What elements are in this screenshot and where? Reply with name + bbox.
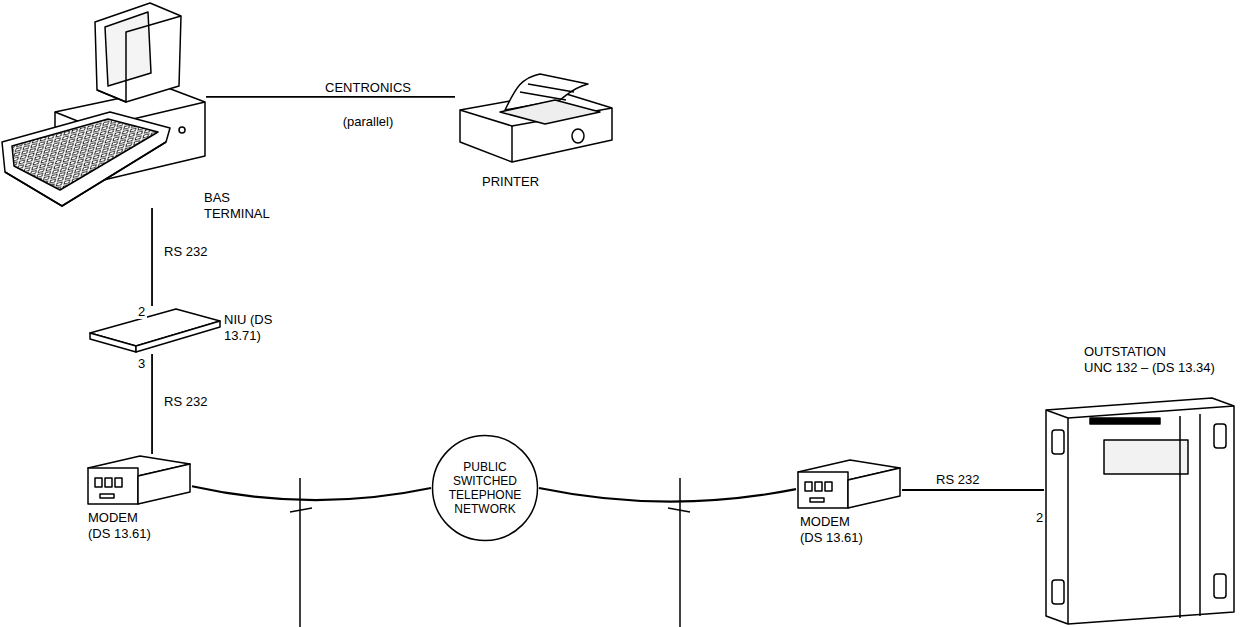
outstation-illustration (1046, 398, 1234, 624)
modem-illustration-part (825, 482, 832, 491)
terminal-illustration-part (179, 127, 185, 133)
device-label: NIU (DS 13.71) (224, 312, 298, 344)
port-number: 2 (136, 304, 147, 319)
terminal-illustration-part (12, 119, 158, 190)
modem-illustration-part (815, 482, 822, 491)
device-label: MODEM (DS 13.61) (800, 514, 874, 546)
terminal-illustration-part (2, 112, 170, 206)
modem-illustration-part (95, 478, 102, 487)
modem-illustration-part (848, 468, 900, 508)
printer-illustration (460, 74, 612, 162)
outstation-illustration-part (1090, 418, 1160, 424)
cable (151, 354, 153, 454)
printer-illustration-part (528, 84, 574, 92)
device-label: OUTSTATION UNC 132 – (DS 13.34) (1084, 344, 1244, 376)
terminal-illustration (2, 3, 205, 206)
modem-illustration-part (810, 498, 824, 502)
outstation-illustration-part (1179, 416, 1181, 618)
outstation-illustration-part (1046, 406, 1234, 418)
modem-illustration-part (115, 478, 122, 487)
outstation-illustration-part (1214, 424, 1226, 448)
cable (206, 96, 455, 98)
port-number: 3 (136, 356, 147, 371)
terminal-illustration-part (105, 12, 151, 86)
network-label: PUBLIC SWITCHED TELEPHONE NETWORK (443, 460, 527, 516)
terminal-illustration-part (95, 3, 181, 102)
telephone-pole-part (679, 478, 681, 627)
modem-illustration-part (138, 464, 190, 504)
terminal-illustration-part (5, 142, 166, 206)
outstation-illustration-part (1052, 580, 1064, 604)
wrap-spacer (1178, 344, 1244, 358)
printer-illustration-part (572, 129, 584, 143)
niu-illustration (90, 309, 220, 352)
niu-illustration-part (90, 333, 136, 352)
modem-illustration-part (88, 468, 138, 504)
outstation-illustration-part (1104, 440, 1188, 474)
phone-line (192, 486, 431, 500)
cable-label: RS 232 (934, 472, 981, 487)
outstation-illustration-part (1199, 414, 1201, 616)
outstation-illustration-part (1067, 418, 1069, 624)
port-number: 2 (1034, 510, 1045, 525)
cable-label: CENTRONICS (323, 80, 413, 95)
outstation-illustration-part (1214, 574, 1226, 598)
printer-illustration-part (500, 100, 600, 124)
modem-illustration-part (798, 472, 848, 508)
outstation-illustration-part (1052, 430, 1064, 454)
network-circle: PUBLIC SWITCHED TELEPHONE NETWORK (431, 434, 539, 542)
telephone-pole-part (290, 508, 312, 512)
cable-type-note: (parallel) (341, 114, 396, 129)
terminal-illustration-part (97, 16, 181, 102)
cable-label: RS 232 (162, 394, 209, 409)
modem-illustration-part (100, 494, 114, 498)
printer-illustration-part (511, 126, 513, 162)
device-label: BAS TERMINAL (204, 190, 286, 222)
modem-device: MODEM (DS 13.61) (796, 458, 902, 510)
device-label: PRINTER (482, 174, 572, 190)
terminal-device: BAS TERMINAL (0, 0, 206, 208)
modem-illustration-part (105, 478, 112, 487)
circle-outline-shape (433, 436, 538, 541)
outstation-device: OUTSTATION UNC 132 – (DS 13.34) (1044, 395, 1236, 627)
printer-illustration-part (520, 92, 566, 100)
niu-illustration-part (136, 321, 220, 352)
modem-illustration-part (805, 482, 812, 491)
outstation-illustration-part (1046, 398, 1234, 624)
modem-illustration (88, 456, 190, 504)
printer-device: PRINTER (455, 72, 617, 164)
modem-illustration (798, 460, 900, 508)
device-label: MODEM (DS 13.61) (88, 510, 162, 542)
modem-device: MODEM (DS 13.61) (86, 454, 192, 506)
phone-line (539, 488, 796, 502)
niu-device: NIU (DS 13.71) (88, 306, 222, 354)
telephone-pole-part (668, 508, 690, 512)
cable-label: RS 232 (162, 244, 209, 259)
cable (902, 489, 1044, 491)
cable (151, 208, 153, 306)
